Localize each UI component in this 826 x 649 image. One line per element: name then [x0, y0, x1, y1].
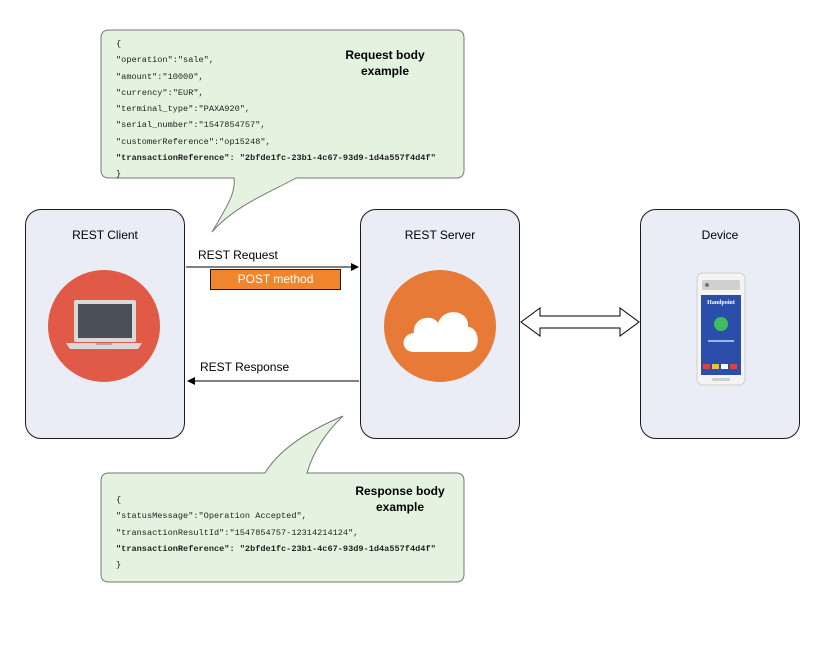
response-label: REST Response [200, 360, 290, 374]
request-code-line: "amount":"10000", [116, 71, 204, 82]
request-callout-bubble [100, 29, 465, 233]
request-code-line: "currency":"EUR", [116, 87, 204, 98]
request-body-title: Request body example [345, 48, 425, 78]
post-method-badge: POST method [210, 269, 341, 290]
request-code-line: "transactionReference": "2bfde1fc-23b1-4… [116, 153, 436, 164]
request-code-line: "operation":"sale", [116, 55, 214, 66]
rest-server-title: REST Server [404, 228, 476, 242]
device-screen-brand: Handpoint [707, 300, 735, 306]
cloud-icon [384, 270, 496, 382]
response-body-title: Response body example [355, 484, 445, 514]
request-code-line: "serial_number":"1547854757", [116, 120, 266, 131]
request-body-code: { "operation":"sale", "amount":"10000", "cu… [116, 36, 436, 183]
response-callout-bubble [100, 415, 465, 583]
response-code-line: "statusMessage":"Operation Accepted", [116, 511, 307, 522]
bidirectional-arrow [520, 307, 640, 337]
payment-terminal-icon [696, 272, 746, 386]
response-code-line: "transactionReference": "2bfde1fc-23b1-4… [116, 543, 436, 554]
request-label: REST Request [198, 248, 278, 262]
device-title: Device [701, 228, 739, 242]
request-code-line: } [116, 169, 122, 180]
response-code-line: { [116, 495, 122, 505]
laptop-icon [48, 270, 160, 382]
response-body-code: { "statusMessage":"Operation Accepted", "t… [116, 492, 436, 573]
response-code-line: } [116, 560, 122, 571]
response-code-line: "transactionResultId":"1547854757-123142… [116, 527, 359, 538]
request-code-line: { [116, 39, 122, 49]
rest-client-title: REST Client [72, 228, 138, 242]
request-code-line: "terminal_type":"PAXA920", [116, 104, 251, 115]
request-code-line: "customerReference":"op15248", [116, 136, 271, 147]
